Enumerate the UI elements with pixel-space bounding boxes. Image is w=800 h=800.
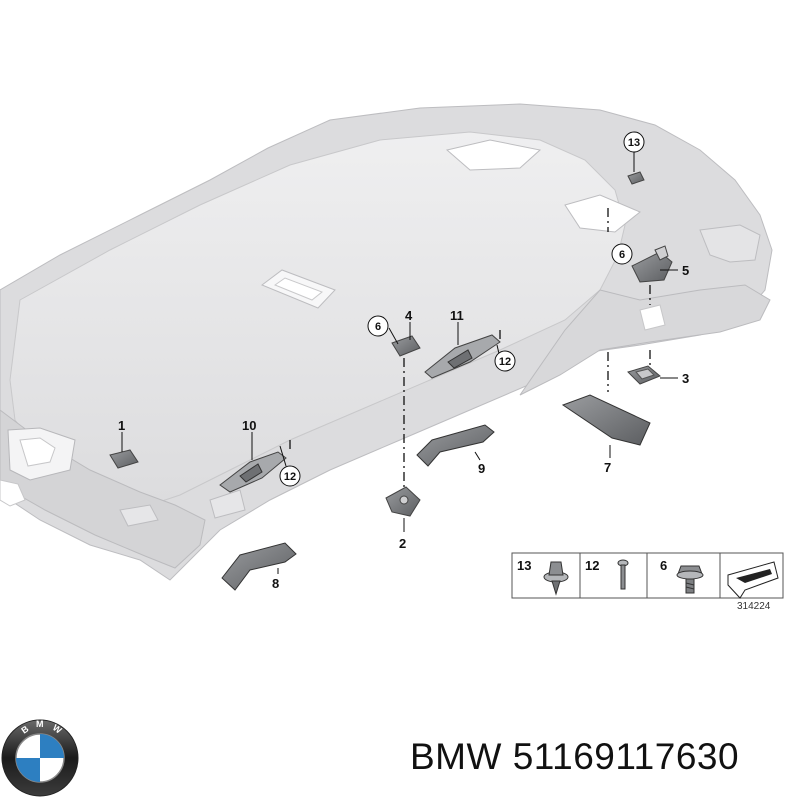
legend-label-12: 12	[585, 558, 599, 573]
part-10-bracket	[219, 451, 287, 493]
callout-10: 10	[242, 418, 256, 433]
callout-7: 7	[604, 460, 611, 475]
svg-text:M: M	[36, 719, 44, 729]
screw-icon	[676, 565, 704, 594]
callout-11: 11	[450, 308, 464, 323]
part-5-bracket	[631, 245, 673, 283]
callout-8: 8	[272, 576, 279, 591]
circled-callout-12-mid: 12	[494, 350, 516, 372]
legend-label-13: 13	[517, 558, 531, 573]
view-direction-arrow-icon	[727, 561, 779, 599]
part-7-cover	[561, 394, 651, 446]
svg-text:12: 12	[284, 471, 296, 483]
part-3-light	[627, 365, 661, 385]
callout-4: 4	[405, 308, 413, 323]
roof-headliner	[0, 103, 773, 581]
legend-label-6: 6	[660, 558, 667, 573]
part-1-clip	[109, 449, 139, 469]
circled-callout-6-mid: 6	[367, 315, 389, 337]
callout-5: 5	[682, 263, 689, 278]
part-8-grab-handle	[221, 542, 297, 591]
fastener-legend: 13 12 6 314224	[511, 552, 784, 612]
svg-text:13: 13	[628, 137, 640, 149]
bmw-logo: B M W	[1, 719, 79, 797]
clip-rivet-icon	[543, 561, 569, 596]
part-4-bracket	[391, 335, 421, 357]
svg-text:6: 6	[619, 249, 625, 261]
part-11-bracket	[424, 334, 501, 379]
callout-1: 1	[118, 418, 125, 433]
circled-callout-6-rear: 6	[611, 243, 633, 265]
part-9-grab-handle	[416, 424, 495, 467]
circled-callout-12-front: 12	[279, 465, 301, 487]
leader-lines	[121, 152, 678, 574]
mounting-lines	[289, 208, 651, 488]
part-number-caption: BMW 51169117630	[410, 736, 740, 777]
callout-2: 2	[399, 536, 406, 551]
pin-icon	[617, 559, 629, 590]
circled-callouts: 13 6 6 12 12	[279, 131, 645, 487]
circled-callout-13: 13	[623, 131, 645, 153]
reference-number: 314224	[737, 601, 771, 612]
svg-text:12: 12	[499, 356, 511, 368]
part-13-clip	[627, 171, 645, 185]
svg-text:6: 6	[375, 321, 381, 333]
callouts: 1 2 3 4 5 7 8 9 10 11	[118, 263, 689, 591]
svg-text:B: B	[19, 723, 30, 735]
part-2-bracket	[385, 486, 421, 517]
callout-3: 3	[682, 371, 689, 386]
callout-9: 9	[478, 461, 485, 476]
